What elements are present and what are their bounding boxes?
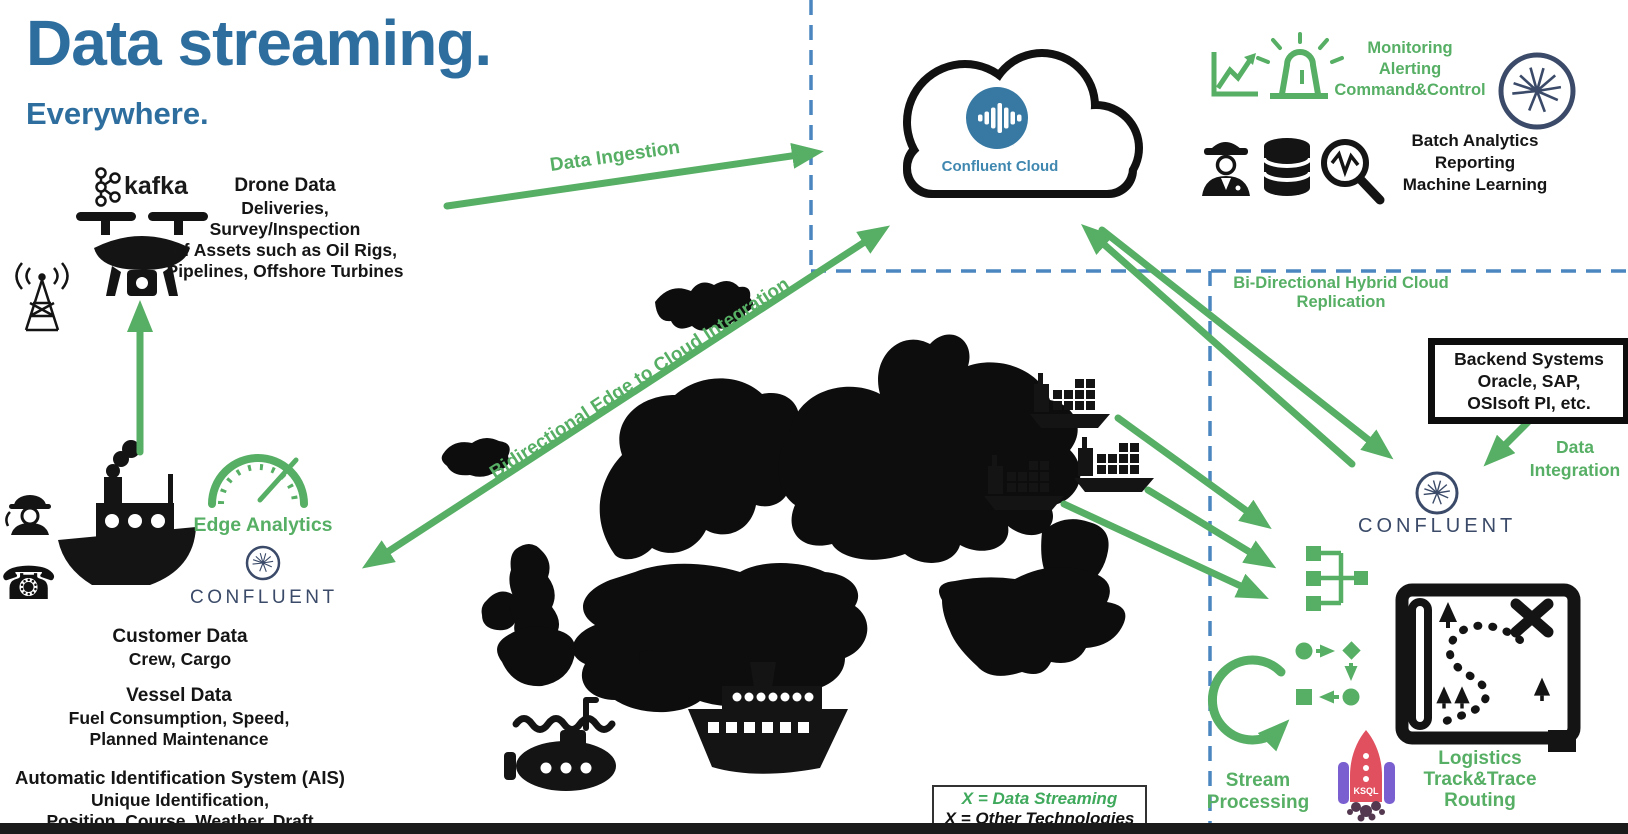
hybrid-replication-line: Bi-Directional Hybrid Cloud bbox=[1233, 274, 1449, 292]
vessel-data-line: Planned Maintenance bbox=[89, 729, 269, 749]
stream-processing-label: Stream Processing bbox=[1195, 770, 1321, 814]
drone-data-line: Deliveries, bbox=[241, 198, 329, 218]
chart-icon bbox=[1211, 52, 1258, 97]
police-officer-icon bbox=[1202, 142, 1250, 196]
stream-loop-icon bbox=[1207, 655, 1290, 752]
confluent-to-cloud-arrow bbox=[1081, 224, 1356, 468]
logistics-line: Logistics bbox=[1438, 748, 1522, 769]
customer-data-block: Customer Data Crew, Cargo bbox=[95, 625, 265, 670]
analytics-magnifier-icon bbox=[1321, 139, 1385, 205]
siren-icon bbox=[1256, 32, 1344, 99]
vessel-data-block: Vessel Data Fuel Consumption, Speed, Pla… bbox=[65, 684, 293, 750]
confluent-logo-icon bbox=[245, 545, 281, 581]
ais-line: Unique Identification, bbox=[91, 790, 269, 810]
ship-icon bbox=[58, 440, 196, 585]
flowchart-icon bbox=[1295, 641, 1361, 706]
stream-processing-line: Processing bbox=[1206, 792, 1310, 813]
ksql-rocket-icon bbox=[1338, 730, 1395, 822]
data-integration-line: Data bbox=[1556, 437, 1594, 457]
kafka-icon bbox=[95, 167, 121, 207]
vessel-data-title: Vessel Data bbox=[126, 685, 232, 706]
page-subtitle: Everywhere. bbox=[26, 96, 209, 131]
page-title: Data streaming. bbox=[26, 7, 492, 79]
logistics-line: Track&Trace bbox=[1423, 769, 1537, 790]
batch-line: Reporting bbox=[1434, 153, 1516, 172]
gauge-icon bbox=[208, 454, 308, 508]
submarine-icon bbox=[504, 697, 616, 791]
ship-data-arrow bbox=[1060, 500, 1269, 600]
confluent-cloud-logo-icon bbox=[966, 87, 1028, 149]
backend-line: Oracle, SAP, bbox=[1477, 371, 1581, 391]
confluent-wordmark: CONFLUENT bbox=[190, 587, 338, 608]
data-integration-line: Integration bbox=[1529, 460, 1621, 480]
map-scroll-icon bbox=[1395, 583, 1581, 752]
drone-data-line: of Assets such as Oil Rigs, bbox=[172, 240, 397, 260]
batch-line: Batch Analytics bbox=[1411, 131, 1539, 150]
engineer-icon bbox=[5, 495, 51, 535]
drone-data-title: Drone Data bbox=[234, 175, 336, 196]
ship-data-arrow bbox=[1144, 486, 1277, 569]
drone-data-line: Survey/Inspection bbox=[209, 219, 361, 239]
hybrid-replication-label: Bi-Directional Hybrid Cloud Replication bbox=[1215, 274, 1467, 312]
drone-icon bbox=[76, 212, 208, 296]
drone-data-line: Pipelines, Offshore Turbines bbox=[166, 261, 404, 281]
backend-line: OSIsoft PI, etc. bbox=[1467, 393, 1591, 413]
confluent-logo-icon bbox=[1415, 471, 1459, 515]
legend-data-streaming: X = Data Streaming bbox=[961, 789, 1118, 808]
ship-data-arrow bbox=[1114, 414, 1272, 530]
ais-title: Automatic Identification System (AIS) bbox=[15, 767, 345, 788]
drone-data-block: Drone Data Deliveries, Survey/Inspection… bbox=[152, 174, 418, 282]
edge-analytics-label: Edge Analytics bbox=[193, 514, 333, 536]
cloud-to-confluent-arrow bbox=[1098, 226, 1394, 460]
data-integration-label: Data Integration bbox=[1522, 436, 1628, 482]
data-ingestion-arrow bbox=[443, 143, 824, 210]
confluent-logo-icon bbox=[1498, 52, 1576, 130]
vessel-data-line: Fuel Consumption, Speed, bbox=[68, 708, 290, 728]
monitoring-line: Command&Control bbox=[1334, 81, 1486, 99]
database-icon bbox=[1262, 138, 1312, 196]
monitoring-line: Alerting bbox=[1378, 60, 1442, 78]
backend-line: Backend Systems bbox=[1454, 349, 1604, 369]
monitoring-line: Monitoring bbox=[1367, 39, 1453, 57]
backend-integration-arrow bbox=[1483, 418, 1532, 467]
stream-processing-line: Stream bbox=[1225, 770, 1291, 791]
confluent-cloud-icon bbox=[903, 49, 1143, 198]
monitoring-block: Monitoring Alerting Command&Control bbox=[1300, 38, 1520, 101]
customer-data-title: Customer Data bbox=[112, 626, 248, 647]
batch-line: Machine Learning bbox=[1402, 175, 1548, 194]
bottom-bar bbox=[0, 823, 1628, 834]
logistics-label: Logistics Track&Trace Routing bbox=[1400, 748, 1560, 811]
merge-icon bbox=[1306, 546, 1368, 611]
radio-tower-icon bbox=[15, 262, 69, 332]
confluent-wordmark: CONFLUENT bbox=[1358, 515, 1517, 537]
cruise-ship-icon bbox=[688, 662, 848, 774]
kafka-label: kafka bbox=[124, 172, 188, 200]
edge-to-cloud-arrow bbox=[361, 225, 891, 569]
customer-data-line: Crew, Cargo bbox=[128, 649, 232, 669]
hybrid-replication-line: Replication bbox=[1296, 293, 1386, 311]
ksql-label: KSQL bbox=[1353, 786, 1379, 796]
phone-icon: ☎ bbox=[0, 556, 58, 610]
confluent-cloud-label: Confluent Cloud bbox=[941, 158, 1059, 175]
batch-analytics-block: Batch Analytics Reporting Machine Learni… bbox=[1384, 130, 1566, 196]
backend-systems-box: Backend Systems Oracle, SAP, OSIsoft PI,… bbox=[1428, 338, 1628, 424]
logistics-line: Routing bbox=[1444, 790, 1516, 811]
